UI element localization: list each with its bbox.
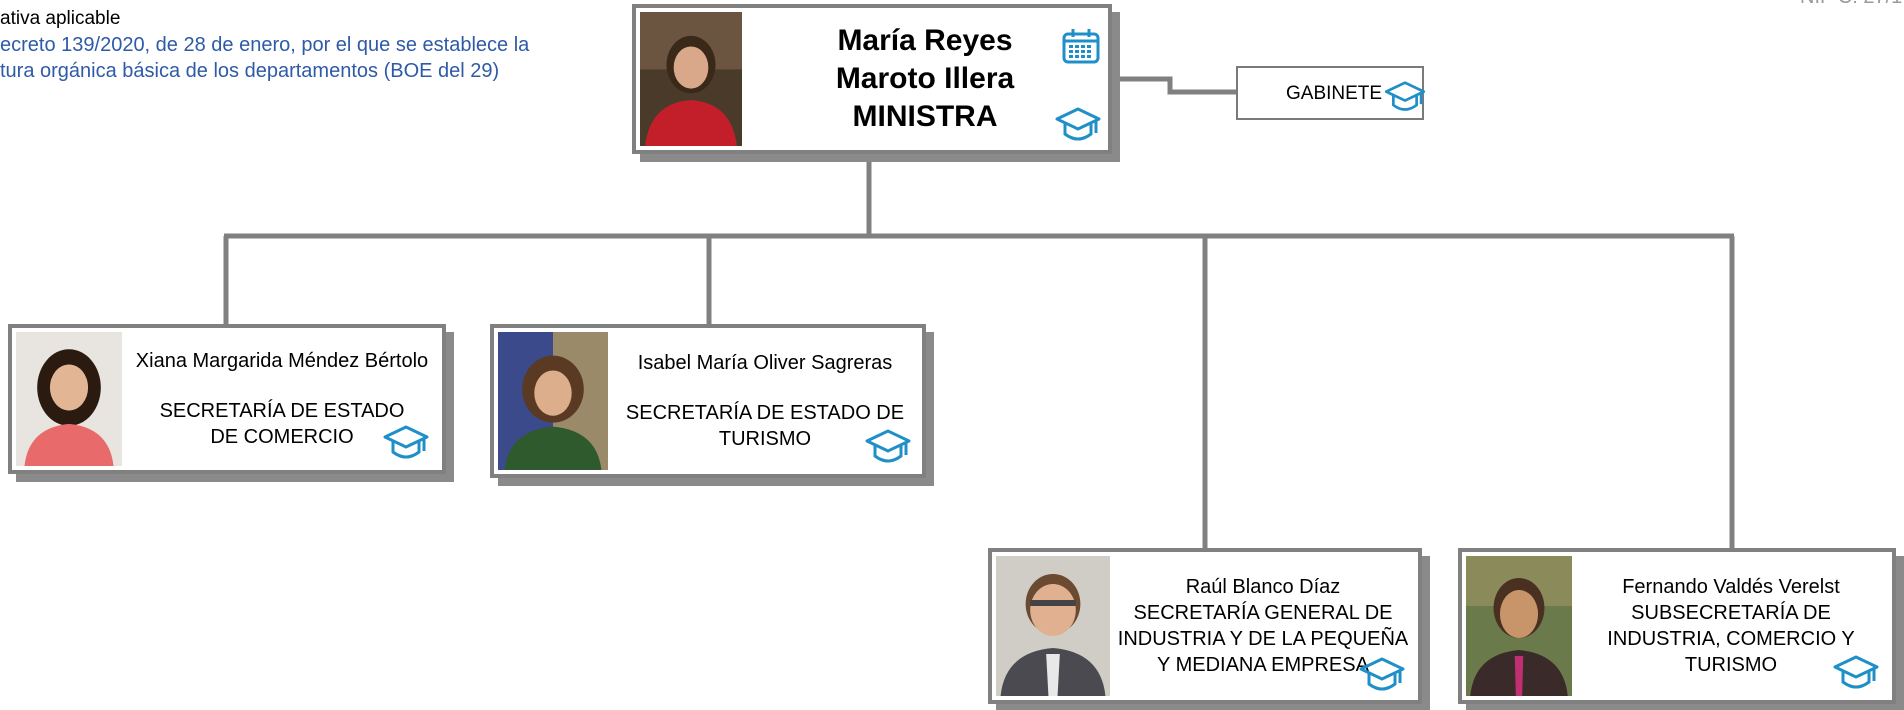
person-name: Raúl Blanco Díaz [1185, 576, 1341, 598]
unit-title-line1: SUBSECRETARÍA DE [1631, 602, 1831, 624]
person-photo [16, 332, 122, 466]
unit-card-subsecretaria[interactable]: Fernando Valdés Verelst SUBSECRETARÍA DE… [1458, 548, 1896, 704]
calendar-icon[interactable] [1062, 28, 1100, 64]
unit-card-turismo[interactable]: Isabel María Oliver Sagreras SECRETARÍA … [490, 324, 926, 478]
graduation-cap-icon[interactable] [1832, 654, 1880, 692]
unit-title-line3: Y MEDIANA EMPRESA [1157, 654, 1369, 676]
graduation-cap-icon[interactable] [1383, 80, 1427, 114]
unit-title-line1: SECRETARÍA DE ESTADO DE [625, 402, 905, 424]
person-name: Fernando Valdés Verelst [1622, 576, 1840, 598]
person-name: Isabel María Oliver Sagreras [637, 352, 893, 374]
unit-title-line1: SECRETARÍA DE ESTADO [159, 400, 405, 422]
unit-title-line2: INDUSTRIA Y DE LA PEQUEÑA [1117, 628, 1409, 650]
graduation-cap-icon[interactable] [1358, 656, 1406, 694]
unit-title-line1: SECRETARÍA GENERAL DE [1133, 602, 1393, 624]
nif-text: NIF C: 27/1 [1800, 0, 1902, 9]
minister-name-line2: Maroto Illera [835, 62, 1015, 95]
unit-card-industria[interactable]: Raúl Blanco Díaz SECRETARÍA GENERAL DE I… [988, 548, 1422, 704]
gabinete-box[interactable]: GABINETE [1236, 66, 1427, 120]
legal-reference: ativa aplicable ecreto 139/2020, de 28 d… [0, 6, 560, 84]
unit-title-line2: TURISMO [718, 428, 812, 450]
section-title: ativa aplicable [0, 8, 121, 29]
gabinete-label: GABINETE [1286, 83, 1383, 104]
minister-role: MINISTRA [852, 100, 998, 133]
graduation-cap-icon[interactable] [1054, 106, 1102, 144]
person-photo [996, 556, 1110, 696]
decree-link-line1[interactable]: ecreto 139/2020, de 28 de enero, por el … [0, 34, 530, 56]
unit-card-comercio[interactable]: Xiana Margarida Méndez Bértolo SECRETARÍ… [8, 324, 446, 474]
person-name: Xiana Margarida Méndez Bértolo [135, 350, 429, 372]
unit-title-line2: DE COMERCIO [210, 426, 354, 448]
graduation-cap-icon[interactable] [382, 424, 430, 462]
person-photo [498, 332, 608, 470]
person-photo [1466, 556, 1572, 696]
graduation-cap-icon[interactable] [864, 428, 912, 466]
minister-photo [640, 12, 742, 146]
unit-title-line3: TURISMO [1684, 654, 1778, 676]
decree-link-line2[interactable]: tura orgánica básica de los departamento… [0, 60, 500, 82]
minister-card[interactable]: María Reyes Maroto Illera MINISTRA [632, 4, 1112, 154]
unit-title-line2: INDUSTRIA, COMERCIO Y [1607, 628, 1855, 650]
minister-name-line1: María Reyes [837, 24, 1013, 57]
